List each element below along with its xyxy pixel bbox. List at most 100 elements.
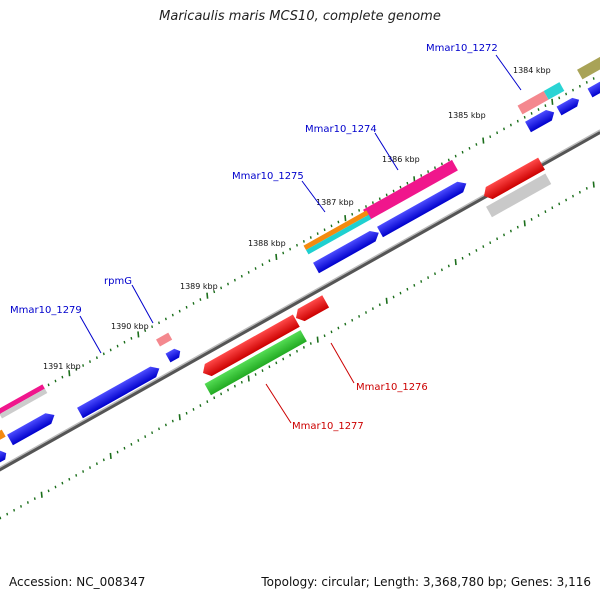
cds-forward-blue — [0, 81, 600, 465]
tick-minor — [61, 375, 64, 379]
tick-minor — [247, 271, 250, 274]
tick-minor — [523, 115, 526, 119]
tick-ruler-forward — [0, 77, 595, 416]
tick-minor — [489, 241, 492, 245]
tick-minor — [151, 325, 154, 329]
gene-label-mmar10-1279[interactable]: Mmar10_1279 — [10, 305, 82, 316]
tick-minor — [461, 150, 464, 154]
features-forward-outer — [0, 55, 600, 442]
tick-minor — [171, 313, 174, 317]
tick-minor — [503, 233, 505, 237]
scale-label: 1384 kbp — [513, 66, 551, 75]
tick-minor — [13, 508, 16, 512]
tick-minor — [482, 245, 485, 248]
scale-label: 1389 kbp — [180, 282, 218, 291]
tick-minor — [351, 318, 354, 322]
leader-line — [79, 315, 102, 354]
tick-minor — [47, 489, 50, 493]
tick-ruler-reverse — [0, 181, 595, 520]
tick-minor — [192, 302, 195, 305]
gene-label-mmar10-1272[interactable]: Mmar10_1272 — [426, 43, 498, 54]
tick-minor — [378, 303, 381, 307]
tick-minor — [337, 326, 340, 330]
scale-label: 1388 kbp — [248, 239, 286, 248]
tick-minor — [592, 77, 595, 80]
tick-minor — [399, 291, 402, 295]
tick-minor — [440, 162, 443, 166]
tick-major — [137, 331, 140, 338]
tick-minor — [406, 181, 409, 185]
tick-minor — [558, 202, 561, 206]
gene-arrow — [484, 157, 545, 200]
scale-labels: 1384 kbp 1385 kbp 1386 kbp 1387 kbp 1388… — [43, 66, 551, 371]
scale-label: 1385 kbp — [448, 111, 486, 120]
tick-minor — [330, 224, 333, 228]
tick-minor — [475, 143, 478, 146]
tick-minor — [289, 353, 292, 357]
tick-minor — [89, 466, 91, 469]
tick-minor — [365, 311, 367, 314]
tick-minor — [171, 419, 174, 423]
tick-minor — [572, 88, 574, 92]
tick-minor — [516, 225, 519, 229]
tick-minor — [358, 314, 361, 318]
tick-minor — [130, 442, 133, 446]
tick-minor — [164, 317, 167, 321]
tick-minor — [578, 190, 581, 194]
tick-minor — [316, 232, 319, 235]
tick-minor — [565, 198, 568, 202]
tick-minor — [302, 240, 305, 243]
tick-minor — [454, 154, 457, 158]
tick-minor — [371, 307, 374, 310]
gene-label-mmar10-1277[interactable]: Mmar10_1277 — [292, 421, 364, 432]
tick-minor — [240, 380, 243, 384]
tick-minor — [578, 84, 581, 88]
tick-minor — [68, 477, 71, 481]
tick-minor — [158, 427, 160, 431]
tick-minor — [20, 504, 22, 508]
tick-minor — [365, 205, 367, 208]
tick-minor — [47, 383, 50, 387]
gene-label-mmar10-1275[interactable]: Mmar10_1275 — [232, 171, 304, 182]
tick-minor — [268, 365, 271, 369]
tick-minor — [213, 290, 216, 294]
tick-minor — [220, 286, 223, 290]
tick-major — [482, 137, 485, 144]
tick-major — [316, 336, 319, 343]
tick-minor — [240, 274, 243, 278]
tick-minor — [261, 369, 264, 373]
tick-minor — [123, 446, 126, 450]
gene-bar-green — [204, 330, 307, 396]
gene-arrow — [377, 181, 467, 238]
tick-minor — [54, 485, 57, 489]
tick-minor — [178, 309, 181, 313]
gene-arrow — [0, 450, 7, 465]
tick-minor — [302, 346, 305, 349]
tick-minor — [123, 340, 126, 344]
tick-minor — [585, 81, 588, 84]
tick-minor — [468, 146, 471, 150]
feature-bar — [156, 332, 173, 347]
tick-minor — [261, 263, 264, 267]
tick-minor — [489, 135, 492, 139]
tick-minor — [185, 411, 188, 415]
gene-label-mmar10-1274[interactable]: Mmar10_1274 — [305, 124, 377, 135]
tick-minor — [6, 512, 9, 516]
gene-label-mmar10-1276[interactable]: Mmar10_1276 — [356, 382, 428, 393]
tick-minor — [537, 214, 540, 217]
tick-minor — [268, 259, 271, 263]
gene-arrow — [296, 295, 330, 322]
feature-bar — [517, 90, 549, 115]
tick-minor — [440, 268, 443, 272]
tick-minor — [461, 256, 464, 260]
scale-label: 1390 kbp — [111, 322, 149, 331]
tick-minor — [399, 185, 402, 189]
tick-minor — [572, 194, 574, 198]
tick-major — [109, 452, 112, 460]
gene-label-rpmg[interactable]: rpmG — [104, 276, 132, 287]
tick-minor — [427, 170, 430, 173]
map-title: Maricaulis maris MCS10, complete genome — [159, 9, 441, 24]
tick-minor — [537, 108, 540, 111]
gene-arrow — [77, 366, 160, 419]
